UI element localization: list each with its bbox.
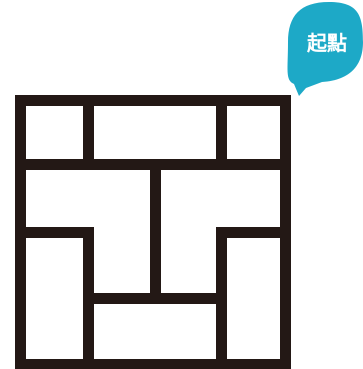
start-bubble-shape xyxy=(287,2,363,96)
start-label: 起點 xyxy=(306,31,347,55)
grid-walls xyxy=(15,95,291,369)
start-bubble: 起點 xyxy=(287,2,363,96)
